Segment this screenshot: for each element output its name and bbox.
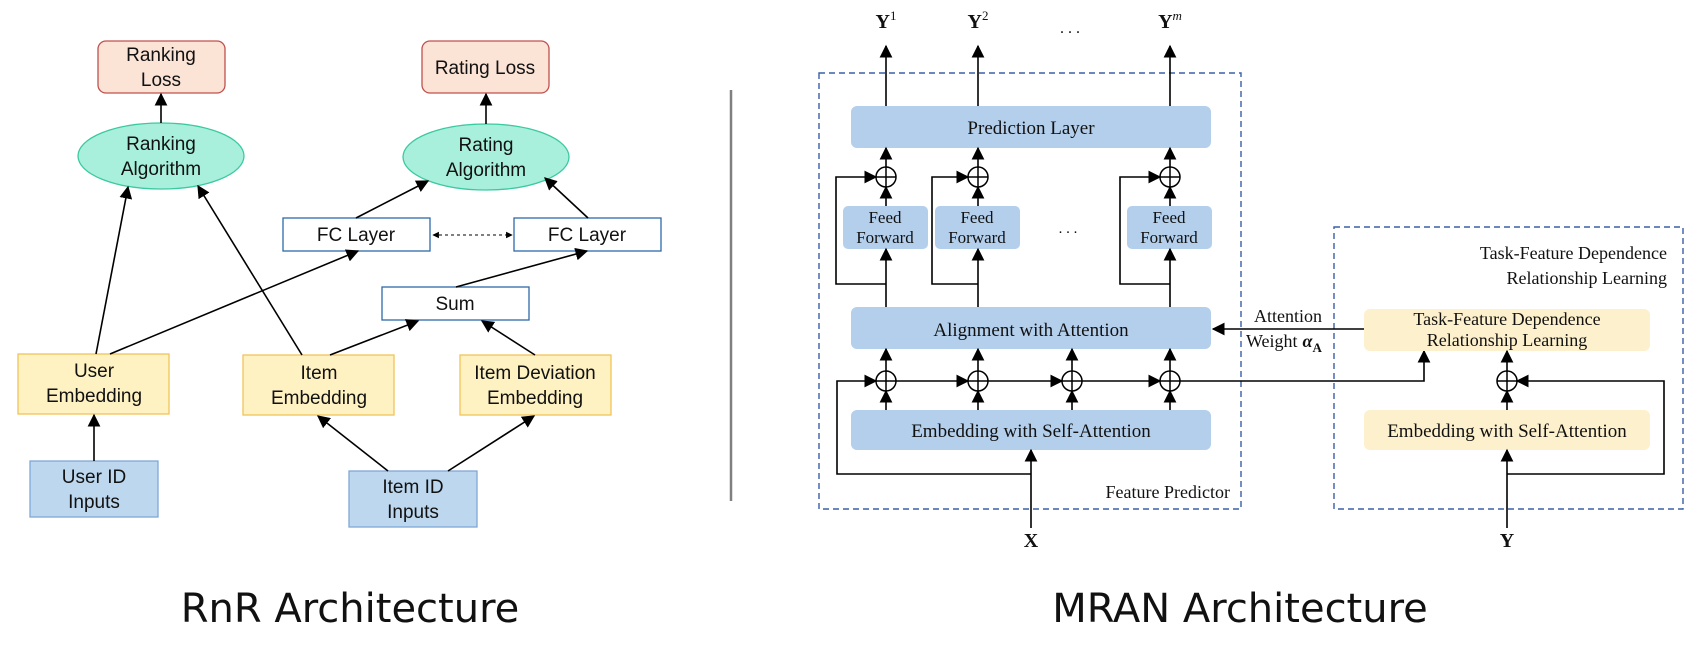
mran-caption: MRAN Architecture	[1052, 586, 1428, 632]
user-embedding-label: Embedding	[46, 386, 142, 407]
add-circle-icon	[875, 370, 897, 392]
embedding-self-attention-label: Embedding with Self-Attention	[911, 421, 1151, 442]
mran-diagram: Y1 Y2 . . . Ym Prediction Layer Feed For…	[818, 8, 1684, 632]
edge-dev-emb-to-sum	[480, 320, 536, 356]
feed-forward-label: Forward	[856, 228, 914, 247]
feed-forward-node: Feed Forward	[935, 206, 1020, 249]
item-embedding-label: Embedding	[271, 388, 367, 409]
user-id-inputs-node: User ID Inputs	[29, 460, 159, 518]
fc-layer-left-label: FC Layer	[317, 225, 396, 246]
tfd-container	[1333, 226, 1684, 510]
edge-x-residual	[836, 374, 1031, 475]
tfd-title: Task-Feature Dependence	[1480, 243, 1667, 263]
alignment-attention-node: Alignment with Attention	[851, 307, 1211, 349]
tfd-block-label: Task-Feature Dependence	[1413, 309, 1600, 329]
input-x-label: X	[1024, 530, 1039, 552]
output-y2: Y2	[968, 8, 989, 33]
rnr-edges	[87, 92, 589, 472]
user-id-inputs-label: Inputs	[68, 492, 120, 513]
output-ym: Ym	[1158, 8, 1182, 33]
edge-y-residual	[1507, 374, 1665, 475]
embedding-self-attention-right-label: Embedding with Self-Attention	[1387, 421, 1627, 442]
rating-algorithm-node: Rating Algorithm	[402, 123, 570, 191]
edge-item-emb-to-sum	[329, 319, 420, 356]
edge-item-id-to-emb	[316, 415, 389, 472]
item-embedding-node: Item Embedding	[242, 354, 395, 416]
feed-forward-node: Feed Forward	[1127, 206, 1212, 249]
feed-forward-label: Forward	[948, 228, 1006, 247]
ranking-loss-label: Loss	[141, 70, 181, 91]
edge-residual-ff	[1119, 170, 1170, 285]
item-id-inputs-label: Inputs	[387, 502, 439, 523]
add-circle-icon	[1159, 166, 1181, 188]
user-embedding-label: User	[74, 361, 115, 382]
sum-node: Sum	[381, 286, 530, 321]
prediction-layer-label: Prediction Layer	[967, 118, 1095, 139]
fc-layer-right-label: FC Layer	[548, 225, 627, 246]
feed-forward-ellipsis: . . .	[1059, 221, 1078, 237]
item-id-inputs-label: Item ID	[382, 477, 443, 498]
edge-fc-right-to-rating	[544, 177, 589, 219]
feed-forward-label: Feed	[1152, 208, 1186, 227]
feed-forward-label: Feed	[960, 208, 994, 227]
ranking-algorithm-label: Ranking	[126, 134, 196, 155]
fc-layer-right-node: FC Layer	[513, 217, 662, 252]
edge-residual-ff	[835, 170, 886, 285]
add-circle-icon	[967, 370, 989, 392]
add-circle-icon	[1061, 370, 1083, 392]
item-deviation-embedding-node: Item Deviation Embedding	[459, 354, 612, 416]
fc-layer-left-node: FC Layer	[282, 217, 431, 252]
item-id-inputs-node: Item ID Inputs	[348, 470, 478, 528]
feed-forward-label: Forward	[1140, 228, 1198, 247]
embedding-self-attention-right-node: Embedding with Self-Attention	[1364, 410, 1650, 450]
edge-item-emb-to-ranking	[197, 184, 303, 356]
rnr-diagram: Ranking Loss Rating Loss Ranking Algorit…	[17, 40, 662, 632]
ranking-loss-label: Ranking	[126, 45, 196, 66]
tfd-title: Relationship Learning	[1507, 268, 1667, 288]
rating-algorithm-label: Algorithm	[446, 160, 526, 181]
ranking-algorithm-node: Ranking Algorithm	[77, 122, 245, 190]
edge-user-emb-to-fc	[109, 249, 360, 355]
feed-forward-node: Feed Forward	[843, 206, 928, 249]
feature-predictor-container	[818, 72, 1242, 510]
ranking-algorithm-label: Algorithm	[121, 159, 201, 180]
tfd-block-node: Task-Feature Dependence Relationship Lea…	[1364, 309, 1650, 351]
user-embedding-node: User Embedding	[17, 353, 170, 415]
output-y1: Y1	[876, 8, 897, 33]
attention-weight-label: Attention	[1254, 306, 1322, 326]
feed-forward-label: Feed	[868, 208, 902, 227]
edge-residual-ff	[931, 170, 978, 285]
ranking-loss-node: Ranking Loss	[97, 40, 226, 94]
add-circle-icon	[1496, 370, 1518, 392]
tfd-block-label: Relationship Learning	[1427, 330, 1587, 350]
rating-loss-label: Rating Loss	[435, 58, 535, 79]
rnr-caption: RnR Architecture	[181, 586, 520, 632]
prediction-layer-node: Prediction Layer	[851, 106, 1211, 148]
edge-user-emb-to-ranking	[95, 185, 133, 355]
alignment-attention-label: Alignment with Attention	[933, 320, 1129, 341]
add-circle-icon	[1159, 370, 1181, 392]
feature-predictor-label: Feature Predictor	[1106, 482, 1230, 502]
add-circle-icon	[967, 166, 989, 188]
rating-algorithm-label: Rating	[459, 135, 514, 156]
user-id-inputs-label: User ID	[62, 467, 126, 488]
input-y-label: Y	[1500, 530, 1515, 552]
item-embedding-label: Item	[301, 363, 338, 384]
edge-fc-left-to-rating	[355, 180, 430, 219]
sum-label: Sum	[435, 294, 474, 315]
item-deviation-embedding-label: Item Deviation	[474, 363, 595, 384]
item-deviation-embedding-label: Embedding	[487, 388, 583, 409]
edge-to-tfd-block	[1180, 349, 1431, 382]
edge-item-id-to-dev-emb	[447, 415, 536, 472]
output-ellipsis: . . .	[1060, 20, 1080, 37]
add-circle-icon	[875, 166, 897, 188]
embedding-self-attention-node: Embedding with Self-Attention	[851, 410, 1211, 450]
rating-loss-node: Rating Loss	[421, 40, 550, 94]
edge-sum-to-fc-right	[455, 247, 589, 288]
